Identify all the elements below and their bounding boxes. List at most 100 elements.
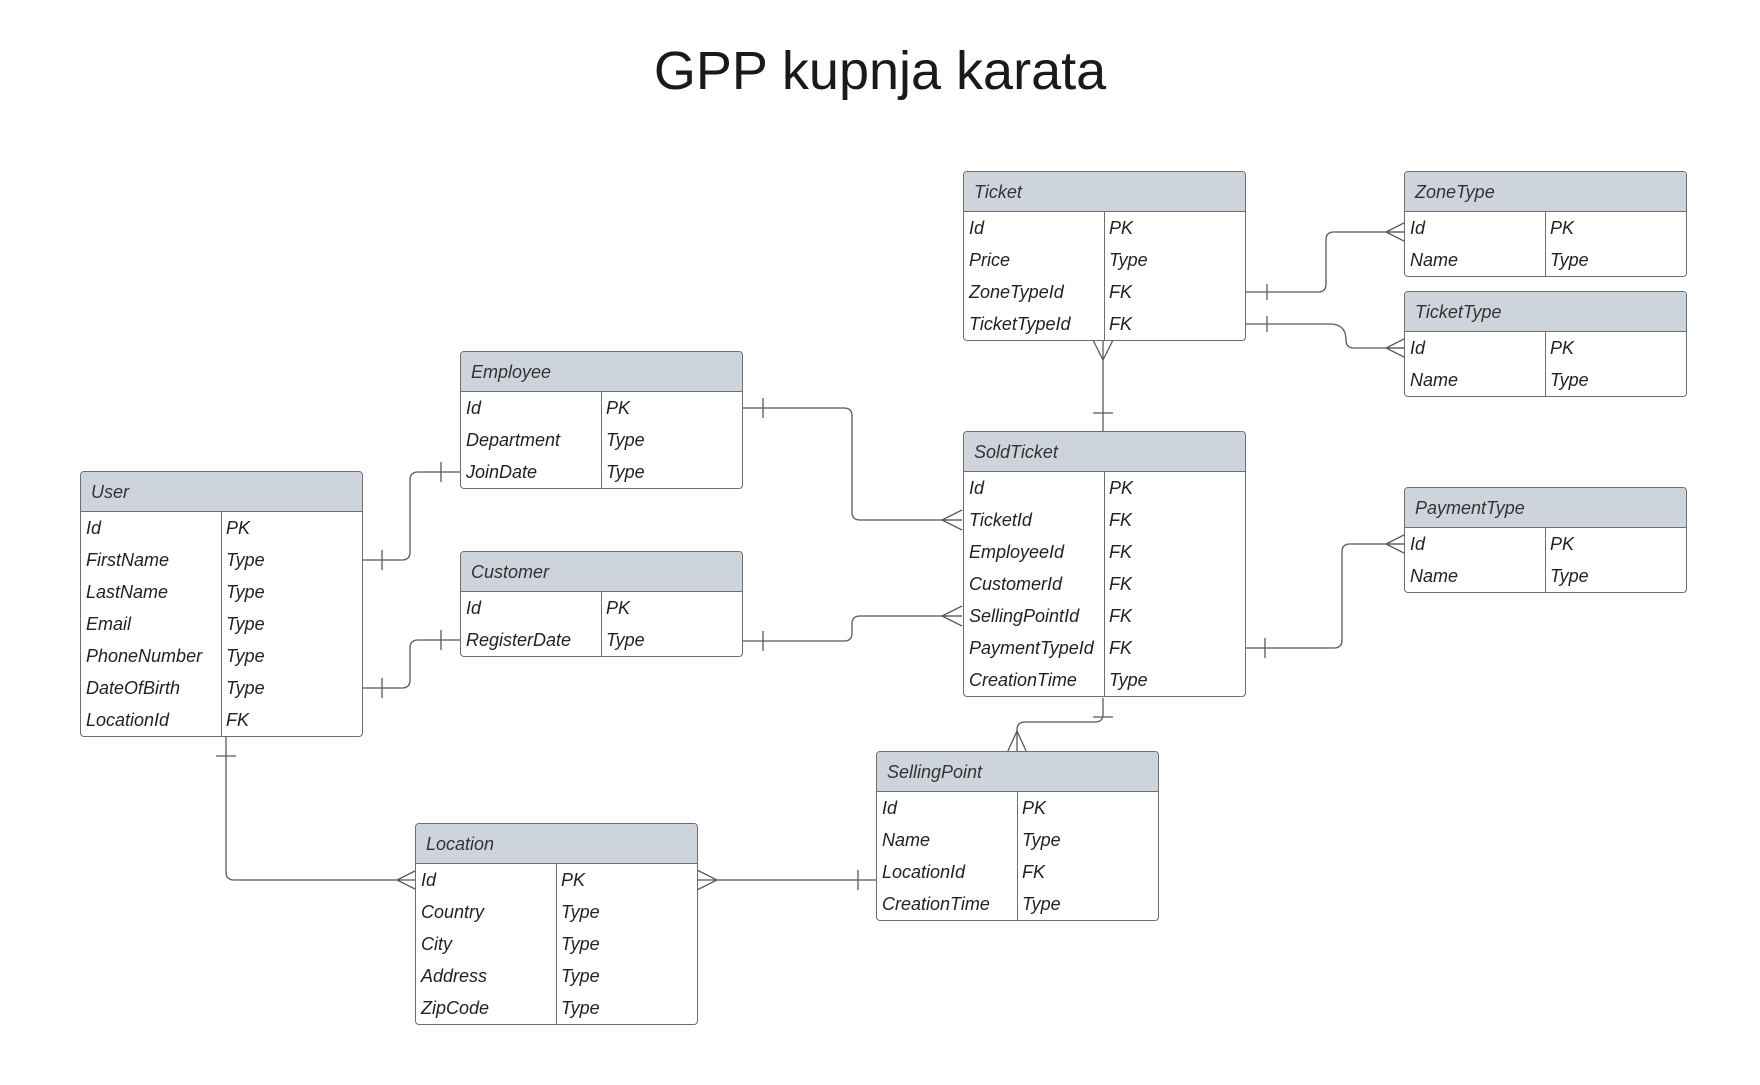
field-name: LastName bbox=[86, 582, 169, 602]
field-type: Type bbox=[226, 582, 265, 602]
field-row: Id PK bbox=[964, 212, 1245, 244]
rel-employee-soldticket bbox=[742, 407, 962, 521]
field-name: TicketId bbox=[969, 510, 1032, 530]
field-row: LastName Type bbox=[81, 576, 362, 608]
field-name: JoinDate bbox=[466, 462, 538, 482]
field-row: Name Type bbox=[877, 824, 1158, 856]
field-name: Id bbox=[1410, 534, 1426, 554]
field-type: Type bbox=[226, 550, 265, 570]
diagram-title: GPP kupnja karata bbox=[653, 41, 1107, 101]
field-type: Type bbox=[1109, 250, 1148, 270]
field-row: Name Type bbox=[1405, 560, 1686, 592]
field-type: FK bbox=[226, 710, 250, 730]
field-type: PK bbox=[1109, 478, 1134, 498]
field-type: PK bbox=[1550, 534, 1575, 554]
field-name: Address bbox=[421, 966, 488, 986]
entity-header: Employee bbox=[461, 352, 742, 392]
field-type: Type bbox=[1022, 830, 1061, 850]
field-type: PK bbox=[1109, 218, 1134, 238]
entity-header: ZoneType bbox=[1405, 172, 1686, 212]
rel-ticket-tickettype bbox=[1245, 323, 1406, 349]
field-type: Type bbox=[1550, 566, 1589, 586]
field-name: Id bbox=[969, 478, 985, 498]
field-type: FK bbox=[1109, 606, 1133, 626]
field-type: Type bbox=[226, 614, 265, 634]
field-name: Id bbox=[466, 398, 482, 418]
field-type: PK bbox=[561, 870, 586, 890]
field-name: Name bbox=[1410, 566, 1459, 586]
field-type: Type bbox=[1022, 894, 1061, 914]
field-type: Type bbox=[226, 678, 265, 698]
crowsfoot-marker bbox=[696, 869, 719, 891]
rel-customer-soldticket bbox=[742, 615, 962, 642]
field-type: Type bbox=[606, 430, 645, 450]
field-row: CreationTime Type bbox=[877, 888, 1158, 920]
field-type: Type bbox=[1550, 370, 1589, 390]
field-name: FirstName bbox=[86, 550, 170, 570]
field-name: Country bbox=[421, 902, 485, 922]
field-type: Type bbox=[561, 966, 600, 986]
entity-header: User bbox=[81, 472, 362, 512]
field-name: LocationId bbox=[882, 862, 966, 882]
field-name: SellingPointId bbox=[969, 606, 1080, 626]
field-type: PK bbox=[1022, 798, 1047, 818]
field-row: Name Type bbox=[1405, 364, 1686, 396]
field-type: Type bbox=[1109, 670, 1148, 690]
field-name: Name bbox=[1410, 370, 1459, 390]
field-name: Name bbox=[882, 830, 931, 850]
entity-header: SoldTicket bbox=[964, 432, 1245, 472]
entity-header: PaymentType bbox=[1405, 488, 1686, 528]
rel-soldticket-sellingpoint bbox=[1016, 698, 1104, 753]
crowsfoot-marker bbox=[395, 869, 418, 891]
field-name: Id bbox=[86, 518, 102, 538]
rel-user-employee bbox=[361, 471, 462, 561]
field-name: Price bbox=[969, 250, 1011, 270]
field-name: Id bbox=[1410, 338, 1426, 358]
field-name: Id bbox=[969, 218, 985, 238]
field-name: Id bbox=[466, 598, 482, 618]
field-row: Price Type bbox=[964, 244, 1245, 276]
entity-header: Customer bbox=[461, 552, 742, 592]
crowsfoot-marker bbox=[1384, 221, 1407, 243]
field-name: City bbox=[421, 934, 452, 954]
rel-user-customer bbox=[361, 639, 462, 689]
field-name: Id bbox=[882, 798, 898, 818]
field-type: FK bbox=[1109, 542, 1133, 562]
field-name: CreationTime bbox=[882, 894, 990, 914]
rel-paymenttype-soldticket bbox=[1245, 543, 1406, 649]
entity-header: TicketType bbox=[1405, 292, 1686, 332]
field-name: PaymentTypeId bbox=[969, 638, 1094, 658]
field-row: Id PK bbox=[877, 792, 1158, 824]
